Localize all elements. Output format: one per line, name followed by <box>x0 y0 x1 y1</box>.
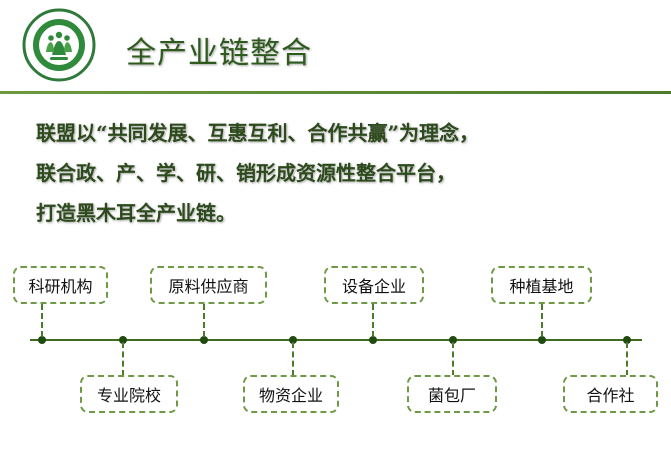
node-supplies-companies: 物资企业 <box>243 375 339 413</box>
alliance-logo-icon <box>22 8 96 82</box>
header-divider <box>0 91 671 94</box>
timeline-dot <box>623 336 631 344</box>
timeline-dot <box>538 336 546 344</box>
node-spawn-bag-factory: 菌包厂 <box>407 375 497 413</box>
timeline-dot <box>119 336 127 344</box>
timeline-dot <box>200 336 208 344</box>
node-cooperatives: 合作社 <box>563 375 658 413</box>
lead-line: 联合政、产、学、研、销形成资源性整合平台， <box>36 161 456 185</box>
lead-paragraph: 联盟以“共同发展、互惠互利、合作共赢”为理念， 联合政、产、学、研、销形成资源性… <box>36 120 656 240</box>
node-equipment-companies: 设备企业 <box>324 266 424 304</box>
connector-stem <box>122 342 124 376</box>
timeline-dot <box>369 336 377 344</box>
timeline-dot <box>449 336 457 344</box>
connector-stem <box>626 342 628 376</box>
timeline-dot <box>38 336 46 344</box>
node-planting-bases: 种植基地 <box>491 266 592 304</box>
connector-stem <box>452 342 454 376</box>
lead-line: 打造黑木耳全产业链。 <box>36 201 236 225</box>
chain-timeline <box>30 339 642 341</box>
connector-stem <box>41 304 43 337</box>
node-raw-material-suppliers: 原料供应商 <box>150 266 267 304</box>
page-title: 全产业链整合 <box>126 36 312 71</box>
node-research-institutes: 科研机构 <box>13 266 108 304</box>
connector-stem <box>541 304 543 337</box>
connector-stem <box>292 342 294 376</box>
connector-stem <box>203 304 205 337</box>
connector-stem <box>372 304 374 337</box>
lead-line: 联盟以“共同发展、互惠互利、合作共赢”为理念， <box>36 121 480 145</box>
timeline-dot <box>289 336 297 344</box>
node-vocational-colleges: 专业院校 <box>80 375 178 413</box>
